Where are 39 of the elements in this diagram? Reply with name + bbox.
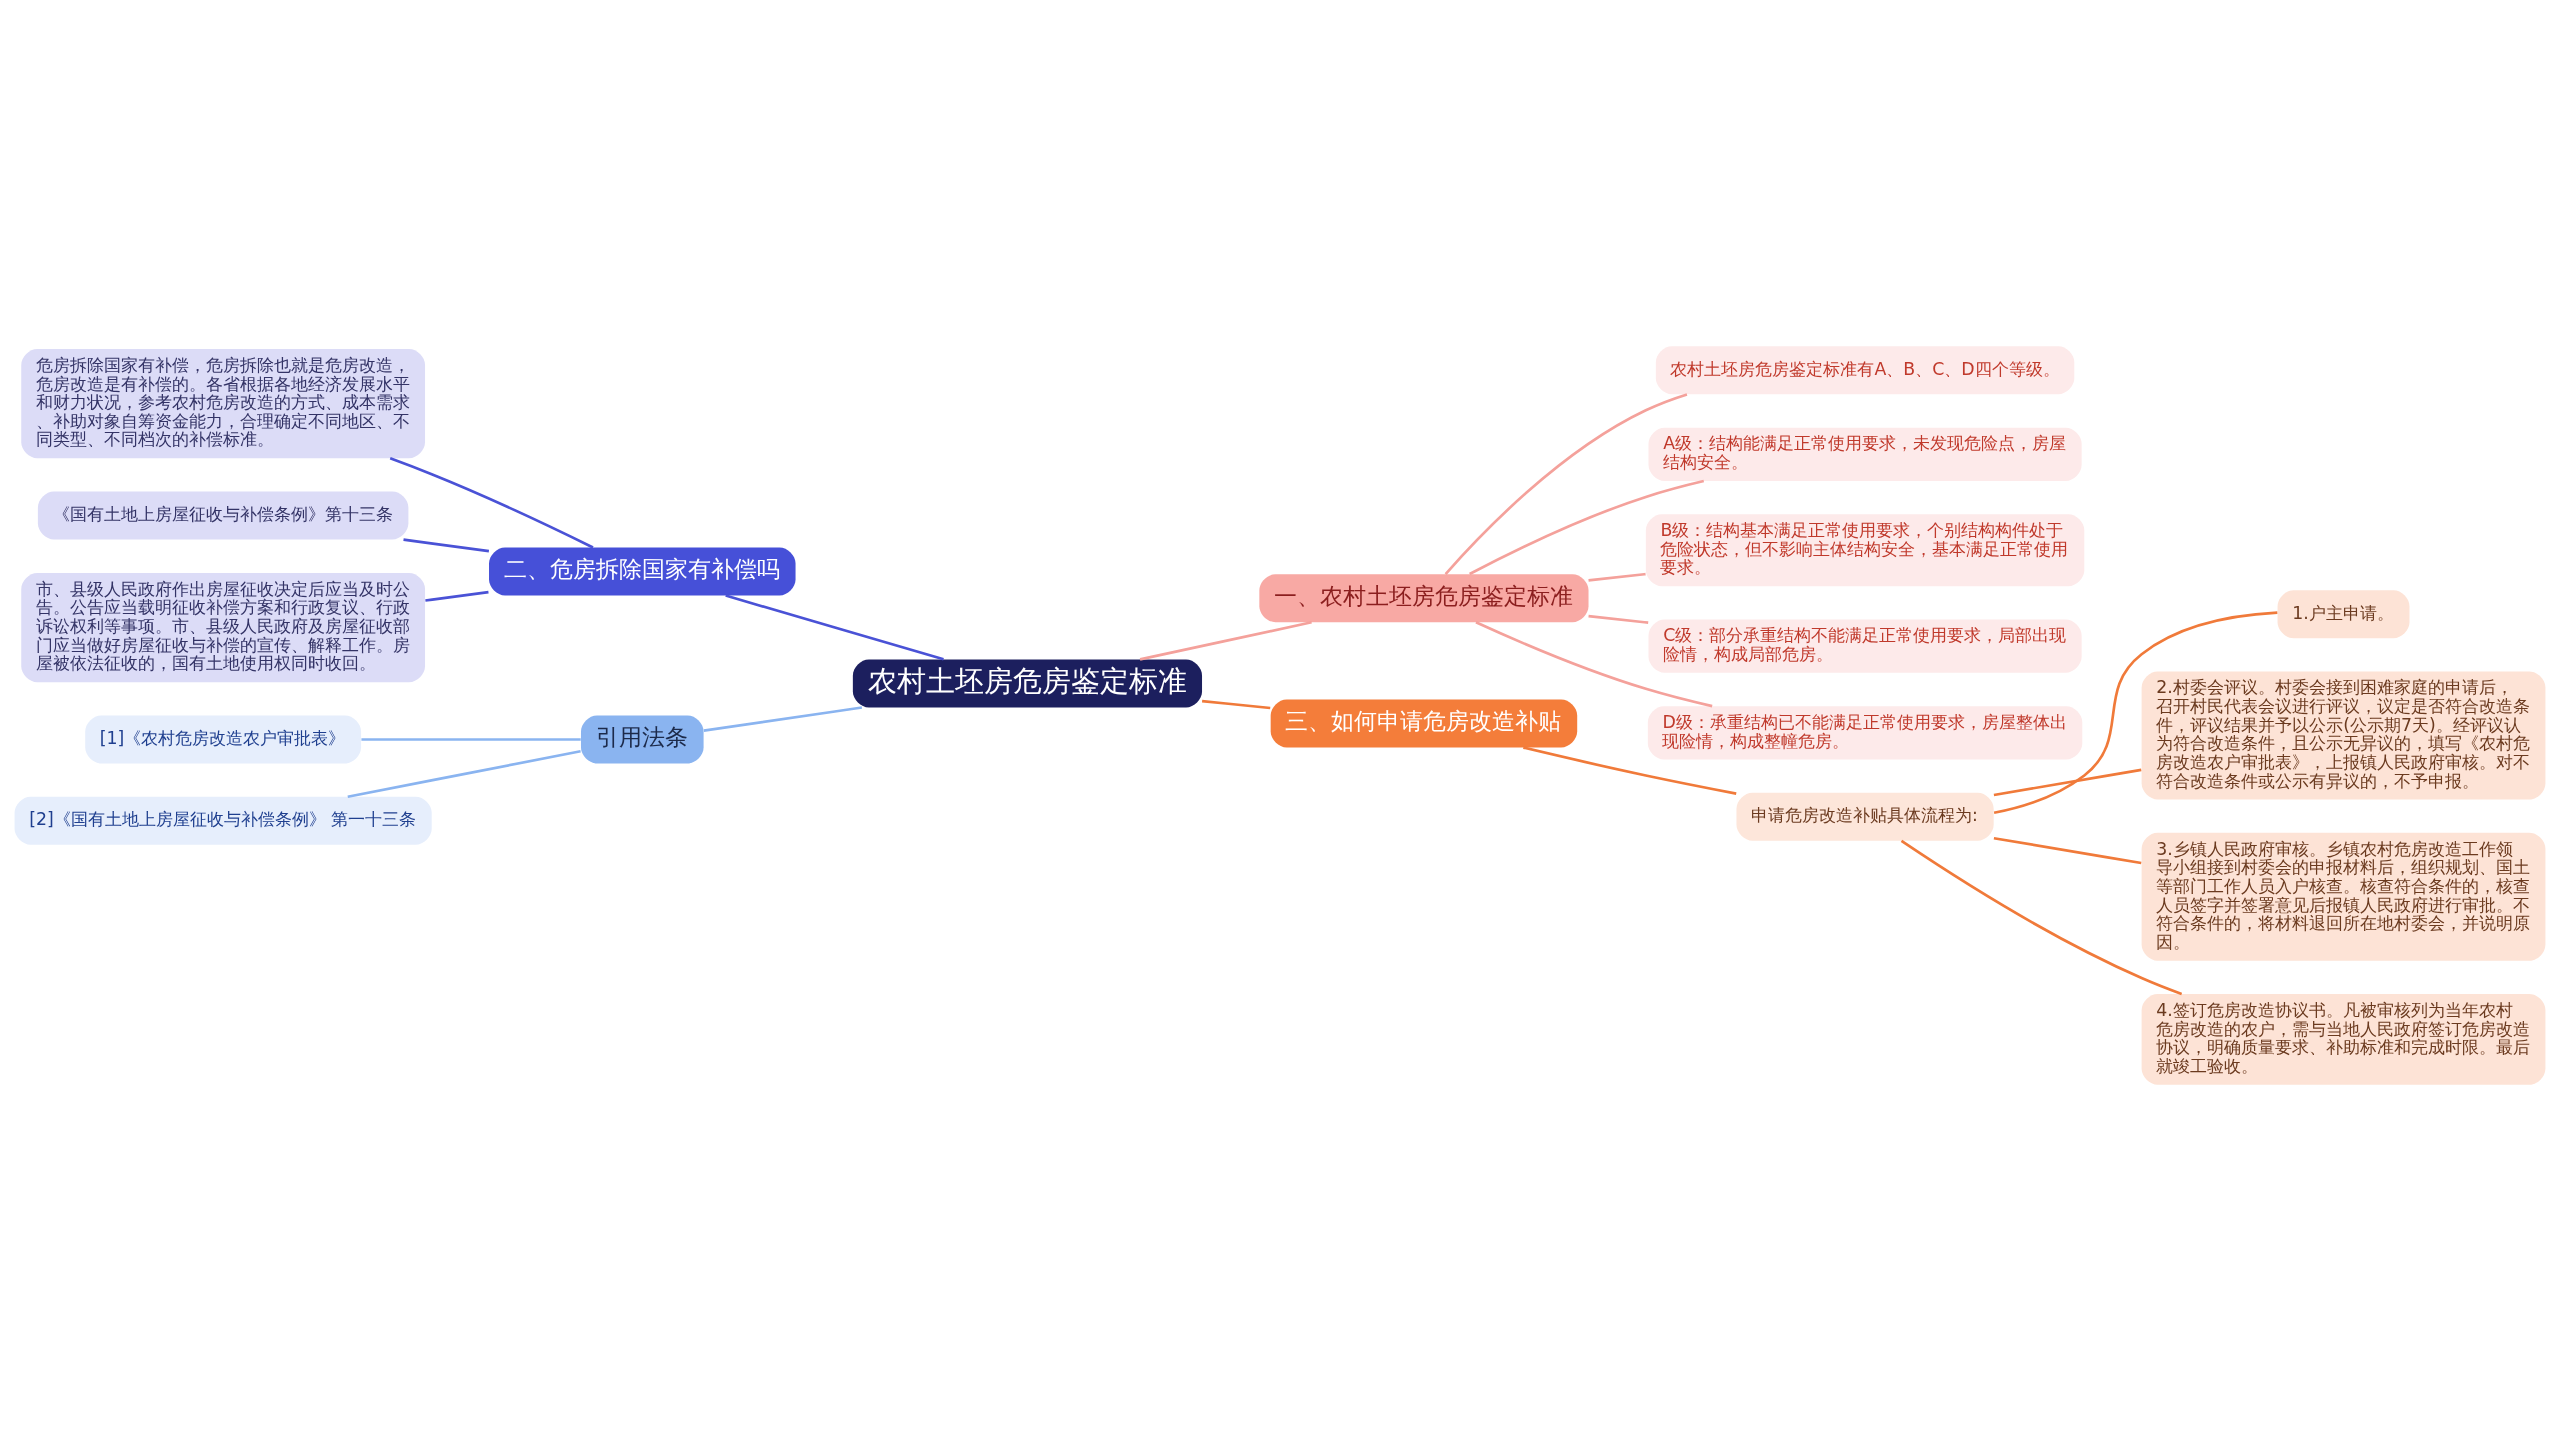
connector	[361, 738, 581, 741]
connector	[347, 749, 581, 799]
node-box: 2.村委会评议。村委会接到困难家庭的申请后，召开村民代表会议进行评议，议定是否符合改造条件，评议结果并予以公示(公示期7天)。经评议认为符合改造条件，且公示无异议的，填写《农村危房改造农户审批表》，上报镇人民政府审核。对不符合改造条件或公示有异议的，不予申报。	[2141, 671, 2546, 800]
node-box: 3.乡镇人民政府审核。乡镇农村危房改造工作领导小组接到村委会的申报材料后，组织规划、国土等部门工作人员入户核查。核查符合条件的，核查人员签字并签署意见后报镇人民政府进行审批。不符合条件的，将材料退回所在地村委会，并说明原因。	[2141, 832, 2546, 961]
connector	[1588, 614, 1649, 624]
connector	[1993, 611, 2278, 815]
connector	[403, 538, 490, 553]
node-box: A级：结构能满足正常使用要求，未发现危险点，房屋结构安全。	[1648, 427, 2082, 481]
node-box: 农村土坯房危房鉴定标准有A、B、C、D四个等级。	[1655, 346, 2075, 395]
connector	[389, 457, 594, 549]
node-box: C级：部分承重结构不能满足正常使用要求，局部出现险情，构成局部危房。	[1648, 619, 2082, 673]
connector	[725, 594, 944, 661]
connector	[1469, 479, 1705, 576]
node-box: 1.户主申请。	[2277, 590, 2410, 639]
connector	[1523, 746, 1737, 795]
connector	[425, 590, 489, 602]
node-box: 引用法条	[581, 715, 704, 764]
node-box: 申请危房改造补贴具体流程为:	[1736, 792, 1994, 841]
node-box: 农村土坯房危房鉴定标准	[852, 659, 1203, 708]
connector	[1201, 699, 1271, 710]
node-box: D级：承重结构已不能满足正常使用要求，房屋整体出现险情，构成整幢危房。	[1647, 706, 2083, 760]
node-box: [1]《农村危房改造农户审批表》	[85, 715, 362, 764]
node-box: B级：结构基本满足正常使用要求，个别结构构件处于危险状态，但不影响主体结构安全，基本满足正常使用要求。	[1645, 514, 2085, 587]
node-box: 《国有土地上房屋征收与补偿条例》第十三条	[37, 491, 409, 540]
node-box: 一、农村土坯房危房鉴定标准	[1259, 574, 1589, 623]
connector	[1475, 621, 1713, 708]
connector	[1444, 393, 1688, 575]
node-box: 危房拆除国家有补偿，危房拆除也就是危房改造，危房改造是有补偿的。各省根据各地经济发展水平和财力状况，参考农村危房改造的方式、成本需求、补助对象自筹资金能力，合理确定不同地区、不同类型、不同档次的补偿标准。	[21, 349, 426, 459]
connector	[703, 706, 863, 732]
connector	[1588, 572, 1646, 582]
node-box: 二、危房拆除国家有补偿吗	[489, 547, 796, 596]
node-box: 4.签订危房改造协议书。凡被审核列为当年农村危房改造的农户，需与当地人民政府签订危房改造协议，明确质量要求、补助标准和完成时限。最后就竣工验收。	[2141, 994, 2546, 1085]
connector	[1993, 768, 2142, 797]
connector	[1139, 620, 1312, 661]
connector	[1900, 839, 2183, 996]
connector	[1993, 836, 2142, 865]
node-box: 三、如何申请危房改造补贴	[1270, 699, 1578, 748]
node-box: [2]《国有土地上房屋征收与补偿条例》 第一十三条	[14, 796, 432, 845]
node-box: 市、县级人民政府作出房屋征收决定后应当及时公告。公告应当载明征收补偿方案和行政复议、行政诉讼权利等事项。市、县级人民政府及房屋征收部门应当做好房屋征收与补偿的宣传、解释工作。房屋被依法征收的，国有土地使用权同时收回。	[21, 572, 426, 683]
